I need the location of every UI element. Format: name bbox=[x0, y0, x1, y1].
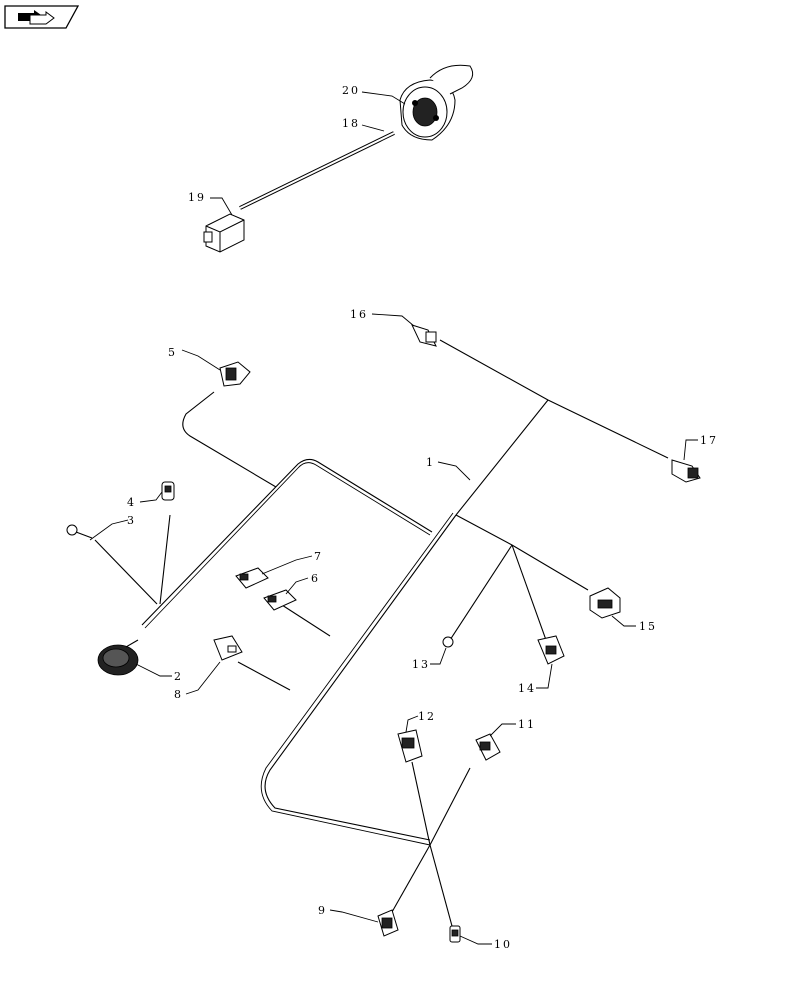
leader-10 bbox=[459, 935, 492, 945]
connector-17 bbox=[671, 459, 701, 483]
callout-19: 19 bbox=[188, 191, 206, 204]
nav-tab-button[interactable] bbox=[4, 5, 80, 29]
callout-10: 10 bbox=[494, 938, 512, 951]
leader-3 bbox=[89, 519, 129, 541]
connector-6 bbox=[263, 589, 297, 611]
connector-15 bbox=[589, 587, 621, 619]
callout-6: 6 bbox=[311, 572, 320, 585]
forward-arrow-tab-icon bbox=[18, 10, 55, 25]
callout-17: 17 bbox=[700, 434, 718, 447]
connector-5 bbox=[219, 361, 251, 387]
callout-2: 2 bbox=[174, 670, 183, 683]
callout-1: 1 bbox=[426, 456, 435, 469]
leader-9 bbox=[329, 909, 379, 923]
leader-15 bbox=[611, 615, 636, 627]
callout-13: 13 bbox=[412, 658, 430, 671]
callout-8: 8 bbox=[174, 688, 183, 701]
socket-assembly-20 bbox=[399, 64, 474, 141]
leader-14 bbox=[536, 663, 553, 689]
leader-11 bbox=[489, 723, 516, 737]
connector-7 bbox=[235, 567, 269, 589]
callout-4: 4 bbox=[127, 496, 136, 509]
connector-10 bbox=[449, 925, 461, 943]
connector-12 bbox=[397, 729, 423, 763]
connector-4 bbox=[161, 481, 175, 501]
callout-7: 7 bbox=[314, 550, 323, 563]
callout-3: 3 bbox=[127, 514, 136, 527]
leader-4 bbox=[139, 491, 163, 503]
connector-11 bbox=[475, 733, 501, 761]
leader-7 bbox=[261, 555, 313, 575]
leader-13 bbox=[430, 647, 447, 665]
leader-20 bbox=[361, 91, 406, 105]
callout-12: 12 bbox=[418, 710, 436, 723]
callout-20: 20 bbox=[342, 84, 360, 97]
leader-5 bbox=[181, 349, 221, 371]
round-connector-2 bbox=[97, 639, 139, 676]
ring-terminal-3 bbox=[66, 524, 93, 539]
connector-14 bbox=[537, 635, 565, 665]
callout-15: 15 bbox=[639, 620, 657, 633]
callout-14: 14 bbox=[518, 682, 536, 695]
leader-8 bbox=[185, 661, 221, 695]
ring-terminal-13 bbox=[442, 636, 454, 648]
callout-11: 11 bbox=[518, 718, 536, 731]
leader-6 bbox=[285, 577, 309, 595]
main-harness-1 bbox=[94, 339, 669, 927]
cable-18 bbox=[239, 131, 395, 210]
leader-1 bbox=[437, 461, 471, 481]
connector-9 bbox=[377, 909, 399, 937]
leader-12 bbox=[405, 715, 419, 733]
leader-17 bbox=[683, 439, 698, 461]
leader-19 bbox=[210, 197, 233, 216]
callout-18: 18 bbox=[342, 117, 360, 130]
callout-5: 5 bbox=[168, 346, 177, 359]
leader-16 bbox=[371, 313, 415, 327]
callout-16: 16 bbox=[350, 308, 368, 321]
leader-2 bbox=[135, 663, 172, 677]
connector-8 bbox=[213, 635, 243, 661]
connector-19 bbox=[203, 213, 245, 253]
callout-9: 9 bbox=[318, 904, 327, 917]
leader-18 bbox=[361, 124, 385, 132]
connector-16 bbox=[411, 324, 437, 347]
